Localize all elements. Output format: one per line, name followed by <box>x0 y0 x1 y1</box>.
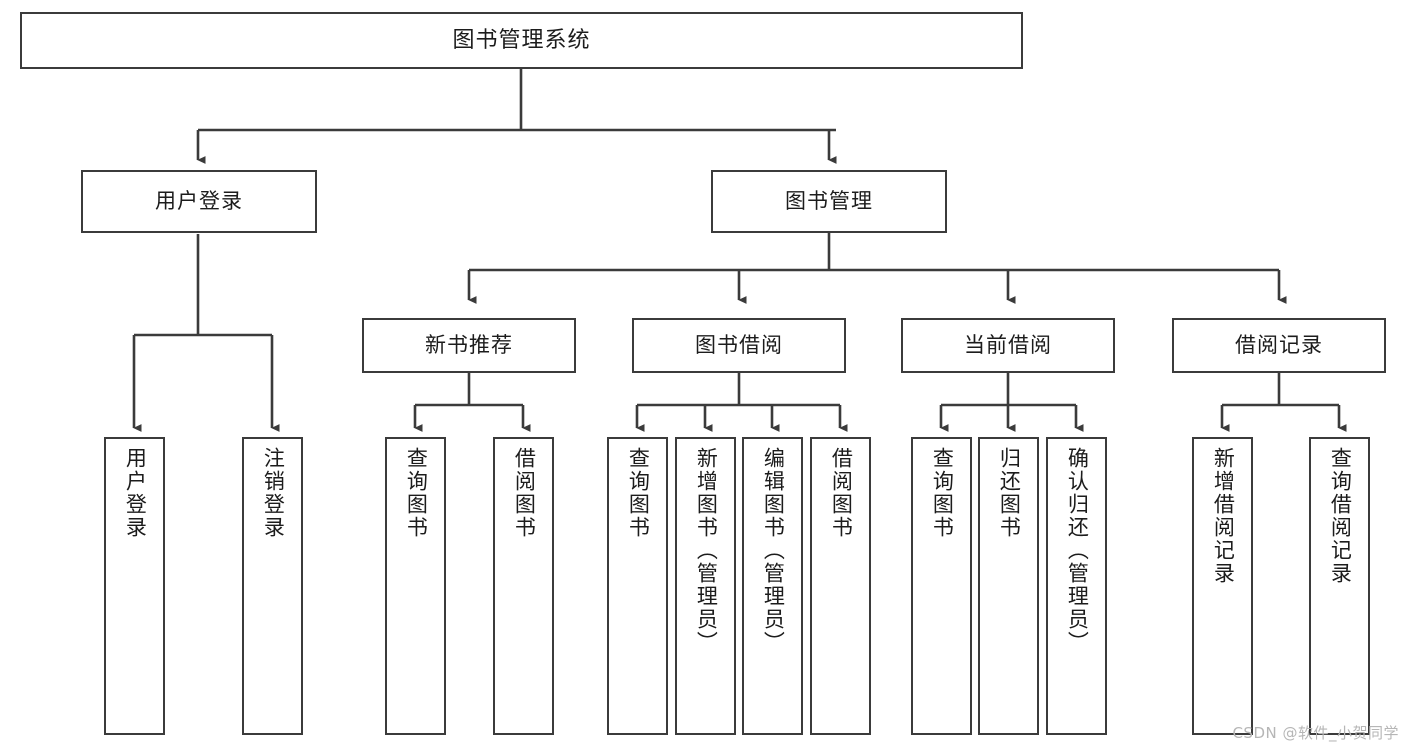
node-leaf-add-record[interactable]: 新增借阅记录 <box>1192 437 1253 735</box>
node-leaf-query-book-1[interactable]: 查询图书 <box>385 437 446 735</box>
node-book-borrow-label: 图书借阅 <box>695 333 783 358</box>
node-leaf-edit-book-admin-label: 编辑图书（管理员） <box>761 447 786 654</box>
node-new-book-recommend[interactable]: 新书推荐 <box>362 318 576 373</box>
node-borrow-record[interactable]: 借阅记录 <box>1172 318 1386 373</box>
node-leaf-edit-book-admin[interactable]: 编辑图书（管理员） <box>742 437 803 735</box>
node-leaf-query-book-2[interactable]: 查询图书 <box>607 437 668 735</box>
node-leaf-return-book-label: 归还图书 <box>997 447 1022 539</box>
node-leaf-query-record-label: 查询借阅记录 <box>1328 447 1353 585</box>
watermark: CSDN @软件_小贺同学 <box>1232 724 1399 742</box>
node-leaf-borrow-book-2[interactable]: 借阅图书 <box>810 437 871 735</box>
node-current-borrow-label: 当前借阅 <box>964 333 1052 358</box>
node-leaf-query-book-3[interactable]: 查询图书 <box>911 437 972 735</box>
node-leaf-user-login[interactable]: 用户登录 <box>104 437 165 735</box>
node-leaf-query-book-2-label: 查询图书 <box>626 447 651 539</box>
node-leaf-add-book-admin[interactable]: 新增图书（管理员） <box>675 437 736 735</box>
node-borrow-record-label: 借阅记录 <box>1235 333 1323 358</box>
node-new-book-recommend-label: 新书推荐 <box>425 333 513 358</box>
node-book-borrow[interactable]: 图书借阅 <box>632 318 846 373</box>
node-book-manage-label: 图书管理 <box>785 189 873 214</box>
node-leaf-borrow-book-1-label: 借阅图书 <box>512 447 537 539</box>
node-leaf-query-book-1-label: 查询图书 <box>404 447 429 539</box>
node-leaf-borrow-book-1[interactable]: 借阅图书 <box>493 437 554 735</box>
node-leaf-user-login-label: 用户登录 <box>123 447 148 539</box>
node-leaf-add-record-label: 新增借阅记录 <box>1211 447 1236 585</box>
node-leaf-confirm-return-admin[interactable]: 确认归还（管理员） <box>1046 437 1107 735</box>
node-book-manage[interactable]: 图书管理 <box>711 170 947 233</box>
node-user-login[interactable]: 用户登录 <box>81 170 317 233</box>
node-leaf-user-logout[interactable]: 注销登录 <box>242 437 303 735</box>
node-user-login-label: 用户登录 <box>155 189 243 214</box>
node-leaf-user-logout-label: 注销登录 <box>261 447 286 539</box>
node-leaf-query-book-3-label: 查询图书 <box>930 447 955 539</box>
node-leaf-add-book-admin-label: 新增图书（管理员） <box>694 447 719 654</box>
node-leaf-confirm-return-admin-label: 确认归还（管理员） <box>1065 447 1090 654</box>
node-root-label: 图书管理系统 <box>452 27 591 53</box>
node-leaf-return-book[interactable]: 归还图书 <box>978 437 1039 735</box>
node-current-borrow[interactable]: 当前借阅 <box>901 318 1115 373</box>
node-leaf-query-record[interactable]: 查询借阅记录 <box>1309 437 1370 735</box>
node-leaf-borrow-book-2-label: 借阅图书 <box>829 447 854 539</box>
node-root[interactable]: 图书管理系统 <box>20 12 1023 69</box>
